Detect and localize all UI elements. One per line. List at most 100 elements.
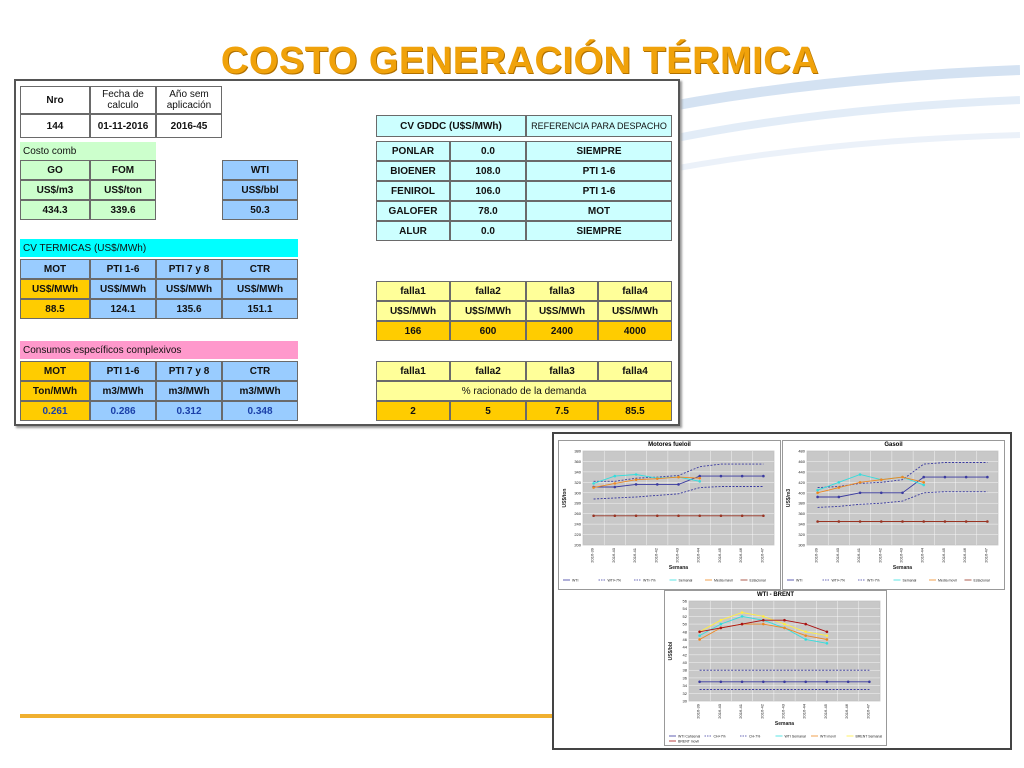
x-tick-label: 2016-47	[865, 703, 870, 718]
fom-value: 339.6	[90, 200, 156, 220]
series-line	[593, 486, 764, 500]
y-tick-label: 240	[574, 522, 581, 527]
data-point	[825, 642, 829, 645]
legend-label: Media mavil	[714, 578, 733, 582]
gddc-value: 106.0	[450, 181, 526, 201]
go-unit: US$/m3	[20, 180, 90, 200]
y-tick-label: 380	[798, 501, 805, 506]
cons-value-ctr: 0.348	[222, 401, 298, 421]
cons-unit-ctr: m3/MWh	[222, 381, 298, 401]
data-point	[634, 478, 638, 482]
x-tick-label: 2016-46	[844, 703, 849, 718]
cost-table-panel: Nro Fecha de calculo Año sem aplicación …	[14, 79, 680, 426]
series-line	[817, 476, 924, 494]
cons-header-pti78: PTI 7 y 8	[156, 361, 222, 381]
y-tick-label: 320	[574, 480, 581, 485]
fom-unit: US$/ton	[90, 180, 156, 200]
go-value: 434.3	[20, 200, 90, 220]
data-point	[698, 479, 702, 483]
racionado-value: 85.5	[598, 401, 672, 421]
x-tick-label: 2016-39	[696, 703, 701, 718]
falla-value: 2400	[526, 321, 598, 341]
x-tick-label: 2016-44	[696, 547, 701, 562]
x-tick-label: 2016-44	[920, 547, 925, 562]
data-point	[740, 514, 744, 518]
data-point	[804, 634, 808, 637]
data-point	[677, 514, 680, 518]
legend-label: WTI+7%	[608, 578, 622, 582]
legend-label: WTI movil	[820, 734, 836, 738]
y-tick-label: 420	[798, 480, 805, 485]
cv-unit-pti78: US$/MWh	[156, 279, 222, 299]
x-tick-label: 2016-45	[941, 547, 946, 562]
series-line	[593, 476, 700, 489]
data-point	[677, 483, 680, 486]
data-point	[868, 680, 871, 684]
cv-value-ctr: 151.1	[222, 299, 298, 319]
racionado-value: 5	[450, 401, 526, 421]
legend-label: WTI+7%	[832, 578, 846, 582]
ano-value: 2016-45	[156, 114, 222, 138]
falla-value: 4000	[598, 321, 672, 341]
gddc-value: 108.0	[450, 161, 526, 181]
racionado-value: 7.5	[526, 401, 598, 421]
y-tick-label: 36	[683, 675, 688, 680]
x-tick-label: 2016-40	[611, 547, 616, 562]
gddc-ref: SIEMPRE	[526, 221, 672, 241]
y-tick-label: 280	[574, 501, 581, 506]
data-point	[719, 514, 723, 518]
chart-title: Motores fueloil	[648, 442, 691, 448]
data-point	[837, 486, 841, 489]
x-axis-label: Semana	[669, 565, 688, 571]
cv-unit-mot: US$/MWh	[20, 279, 90, 299]
x-tick-label: 2016-40	[835, 547, 840, 562]
data-point	[740, 680, 744, 684]
x-tick-label: 2016-45	[823, 703, 828, 718]
data-point	[698, 638, 701, 641]
cons-value-pti16: 0.286	[90, 401, 156, 421]
data-point	[804, 638, 808, 641]
y-tick-label: 44	[683, 645, 688, 650]
cons-value-mot: 0.261	[20, 401, 90, 421]
y-tick-label: 34	[683, 683, 688, 688]
data-point	[901, 520, 904, 523]
x-tick-label: 2016-39	[590, 547, 595, 562]
data-point	[816, 495, 819, 499]
data-point	[719, 626, 723, 630]
data-point	[698, 680, 701, 684]
x-tick-label: 2016-45	[717, 547, 722, 562]
chart-title: Gasoil	[884, 442, 903, 448]
x-tick-label: 2016-43	[675, 547, 680, 562]
data-point	[783, 618, 786, 622]
legend-label: WTI	[796, 578, 802, 582]
data-point	[858, 481, 862, 484]
data-point	[837, 520, 841, 523]
data-point	[677, 475, 680, 479]
y-tick-label: 440	[798, 469, 805, 474]
x-tick-label: 2016-44	[802, 703, 807, 718]
falla-unit: U$S/MWh	[376, 301, 450, 321]
y-tick-label: 50	[683, 622, 688, 627]
y-tick-label: 360	[574, 459, 581, 464]
y-tick-label: 360	[798, 511, 805, 516]
gddc-value: 0.0	[450, 221, 526, 241]
y-tick-label: 400	[798, 490, 805, 495]
gddc-name: FENIROL	[376, 181, 450, 201]
chart-title: WTI - BRENT	[757, 592, 794, 598]
legend-label: Semanal	[679, 578, 693, 582]
cons-value-pti78: 0.312	[156, 401, 222, 421]
series-line	[817, 491, 988, 508]
falla-unit: U$S/MWh	[526, 301, 598, 321]
cv-unit-pti16: US$/MWh	[90, 279, 156, 299]
data-point	[592, 482, 595, 485]
costo-comb-title: Costo comb	[20, 142, 156, 160]
legend-label: Semanal	[903, 578, 917, 582]
data-point	[655, 514, 659, 518]
legend-label: CH+7%	[714, 734, 726, 738]
data-point	[761, 618, 765, 622]
cv-value-pti16: 124.1	[90, 299, 156, 319]
consumos-title: Consumos específicos complexivos	[20, 341, 298, 359]
falla-header: falla4	[598, 281, 672, 301]
